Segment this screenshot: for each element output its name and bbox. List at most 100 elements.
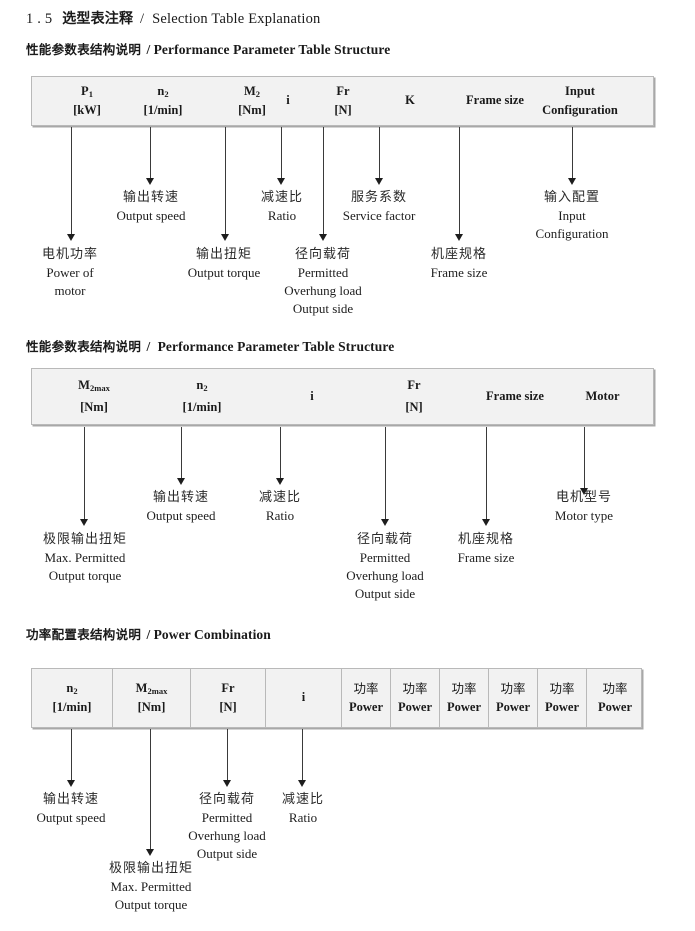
label-overhung-load-3-en-2: Overhung load [188,827,266,843]
arrow-to-output-speed-3 [67,729,76,787]
label-output-speed-3-en: Output speed [36,809,106,825]
table2-col-n2-sub: 2 [203,382,208,393]
table3-col-n2-symbol: n [66,680,74,695]
label-output-torque-cn: 输出扭矩 [195,247,253,262]
section-3-heading: 功率配置表结构说明 / Power Combination [26,624,271,643]
table2-col-n2: n2 [1/min] [140,369,264,424]
label-output-torque: 输出扭矩 Output torque [188,246,261,282]
label-ratio-1-cn: 减速比 [260,190,304,205]
table1-col-m2: M2 [Nm] [197,77,307,125]
table1-col-frame-size-symbol: Frame size [466,93,524,108]
label-output-speed-1: 输出转速 Output speed [117,189,186,225]
label-motor-type-en: Motor type [554,507,614,523]
table2-col-m2max-unit: [Nm] [80,400,108,414]
label-overhung-load-2-en-2: Overhung load [346,567,424,583]
label-overhung-load-2: 径向载荷 Permitted Overhung load Output side [346,531,424,603]
label-max-permitted-torque-2-en-1: Max. Permitted [44,549,126,565]
label-output-speed-3-cn: 输出转速 [42,792,99,807]
arrow-to-output-speed-1 [146,127,155,185]
label-frame-size-1-cn: 机座规格 [430,247,488,262]
table3-col-power-3: 功率 Power [440,669,489,727]
label-overhung-load-3-en-3: Output side [196,845,258,861]
label-overhung-load-1: 径向载荷 Permitted Overhung load Output side [284,246,362,318]
label-output-speed-3: 输出转速 Output speed [37,791,106,827]
label-ratio-1: 减速比 Ratio [261,189,303,225]
arrow-to-frame-size-2 [482,427,491,526]
section-2-heading-cn: 性能参数表结构说明 [26,339,142,354]
table1-col-input-configuration-symbol: Input [565,83,595,98]
label-service-factor-en: Service factor [342,207,416,223]
table3-col-fr: Fr [N] [191,669,266,727]
section-title-separator: / [140,11,145,27]
table2-col-m2max: M2max [Nm] [32,369,156,424]
table2-col-frame-size: Frame size [445,369,585,424]
label-ratio-2: 减速比 Ratio [259,489,301,525]
table3-col-fr-unit: [N] [219,700,237,714]
label-output-torque-en: Output torque [187,264,261,280]
label-overhung-load-2-en-1: Permitted [359,549,411,565]
label-output-speed-1-cn: 输出转速 [122,190,179,205]
table3-col-n2-sub: 2 [73,685,78,696]
label-service-factor: 服务系数 Service factor [343,189,416,225]
table3-col-power-4: 功率 Power [489,669,538,727]
label-overhung-load-2-en-3: Output side [354,585,416,601]
table1-col-m2-unit: [Nm] [238,103,266,117]
table1-col-fr-symbol: Fr [336,83,350,98]
arrow-to-overhung-load-2 [381,427,390,526]
table3-col-power-2: 功率 Power [391,669,440,727]
table3-col-power-6-en: Power [597,700,632,714]
label-ratio-3: 减速比 Ratio [282,791,324,827]
section-2-heading: 性能参数表结构说明 / Performance Parameter Table … [26,336,394,355]
table3-col-power-2-en: Power [397,700,432,714]
label-input-configuration-en-1: Input [558,207,586,223]
label-output-speed-1-en: Output speed [116,207,186,223]
label-power-of-motor-en-2: motor [54,282,86,298]
section-number: 1 . 5 [26,11,53,27]
table2-col-i-symbol: i [310,388,314,403]
label-output-speed-2-en: Output speed [146,507,216,523]
label-frame-size-2-cn: 机座规格 [457,532,515,547]
table3-col-power-1: 功率 Power [342,669,391,727]
table1-col-p1-sub: 1 [88,88,93,99]
section-title-cn: 选型表注释 [62,11,134,27]
label-overhung-load-3-en-1: Permitted [201,809,253,825]
table1-col-fr-unit: [N] [334,103,352,117]
section-1-heading-cn: 性能参数表结构说明 [26,42,142,57]
section-1-heading-separator: / [146,42,151,57]
label-ratio-2-en: Ratio [265,507,295,523]
table1-col-n2-sub: 2 [164,88,169,99]
label-max-permitted-torque-3: 极限输出扭矩 Max. Permitted Output torque [109,860,193,914]
table3-col-m2max-unit: [Nm] [137,700,166,714]
arrow-to-ratio-3 [298,729,307,787]
table3-col-power-2-cn: 功率 [402,680,428,696]
label-max-permitted-torque-2-en-2: Output torque [48,567,122,583]
label-input-configuration-en-2: Configuration [535,225,609,241]
label-ratio-3-en: Ratio [288,809,318,825]
table3-col-m2max: M2max [Nm] [113,669,191,727]
table1-col-frame-size: Frame size [425,77,565,125]
section-2-heading-en: Performance Parameter Table Structure [157,339,395,354]
section-3-heading-cn: 功率配置表结构说明 [26,627,142,642]
table3-col-power-4-en: Power [495,700,530,714]
label-overhung-load-1-en-1: Permitted [297,264,349,280]
table1-col-input-configuration: Input Configuration [505,77,655,125]
table3-col-power-1-en: Power [348,700,383,714]
table1-col-p1-unit: [kW] [73,103,101,117]
arrow-to-max-permitted-torque-2 [80,427,89,526]
table1-col-n2-symbol: n [157,83,165,98]
table2-col-fr-symbol: Fr [407,377,421,392]
section-title-en: Selection Table Explanation [152,11,321,27]
table2-col-m2max-sub: 2max [89,382,110,393]
arrow-to-ratio-1 [277,127,286,185]
label-service-factor-cn: 服务系数 [350,190,408,205]
table1-col-input-configuration-unit: Configuration [542,103,618,117]
arrow-to-service-factor [375,127,384,185]
label-overhung-load-1-cn: 径向载荷 [294,247,351,262]
label-overhung-load-3-cn: 径向载荷 [198,792,255,807]
label-max-permitted-torque-3-en-1: Max. Permitted [110,878,192,894]
table3-col-i-symbol: i [301,690,306,705]
table1-col-k-symbol: K [405,93,415,108]
table3-col-power-6: 功率 Power [587,669,643,727]
arrow-to-overhung-load-3 [223,729,232,787]
